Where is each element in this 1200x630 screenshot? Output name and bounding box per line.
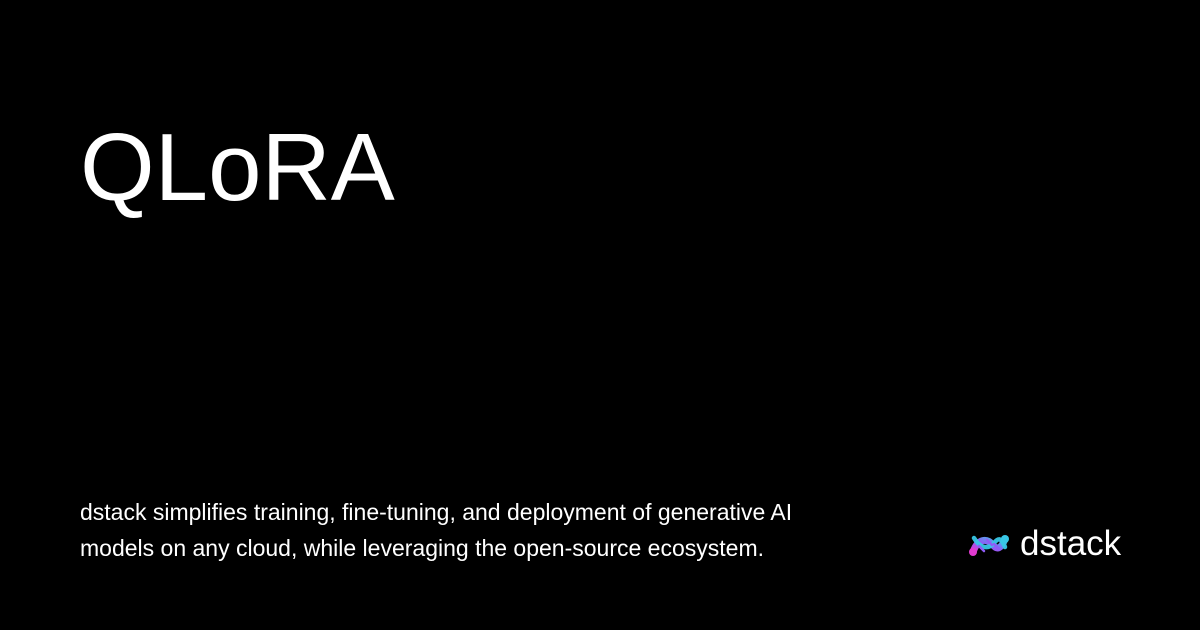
page-description: dstack simplifies training, fine-tuning,… (80, 494, 860, 566)
description-line-1: dstack simplifies training, fine-tuning,… (80, 499, 793, 525)
description-line-2: models on any cloud, while leveraging th… (80, 535, 764, 561)
page-title: QLoRA (80, 114, 395, 221)
brand-name: dstack (1020, 524, 1122, 563)
brand-lockup: dstack (966, 518, 1121, 570)
dstack-logo-icon (969, 535, 1009, 556)
